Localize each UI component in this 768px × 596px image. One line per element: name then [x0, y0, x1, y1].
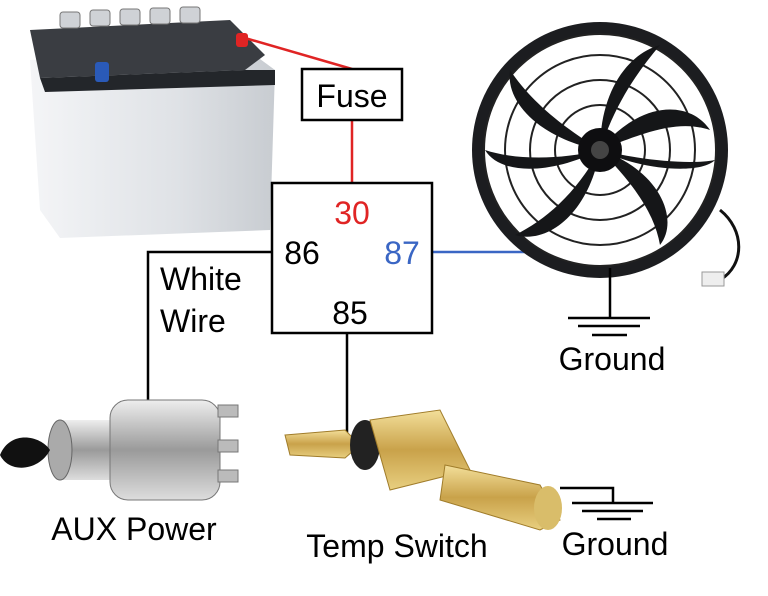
ground-temp-label: Ground	[562, 526, 669, 562]
key-icon	[0, 437, 50, 468]
relay-box: 30 86 87 85	[270, 181, 434, 335]
ignition-switch-image	[0, 399, 239, 501]
battery-to-fuse-wire	[244, 36, 353, 71]
white-wire-label-line1: White	[160, 261, 242, 297]
ground-symbol-temp	[560, 486, 653, 521]
pin-86-label: 86	[284, 235, 320, 271]
white-wire	[146, 250, 272, 400]
fuse-label: Fuse	[316, 78, 387, 114]
aux-power-label: AUX Power	[51, 511, 217, 547]
radiator-fan-image	[472, 22, 741, 287]
temp-switch-image	[284, 409, 562, 531]
temp-switch-label: Temp Switch	[306, 528, 487, 564]
negative-terminal	[95, 62, 109, 82]
battery-image	[30, 6, 275, 238]
fuse-box: Fuse	[300, 67, 404, 122]
ground-symbol-fan	[568, 268, 650, 337]
ground-fan-label: Ground	[559, 341, 666, 377]
pin-85-label: 85	[332, 295, 368, 331]
pin-87-label: 87	[384, 235, 420, 271]
pin-30-label: 30	[334, 195, 370, 231]
positive-terminal	[236, 33, 248, 47]
white-wire-label-line2: Wire	[160, 303, 226, 339]
